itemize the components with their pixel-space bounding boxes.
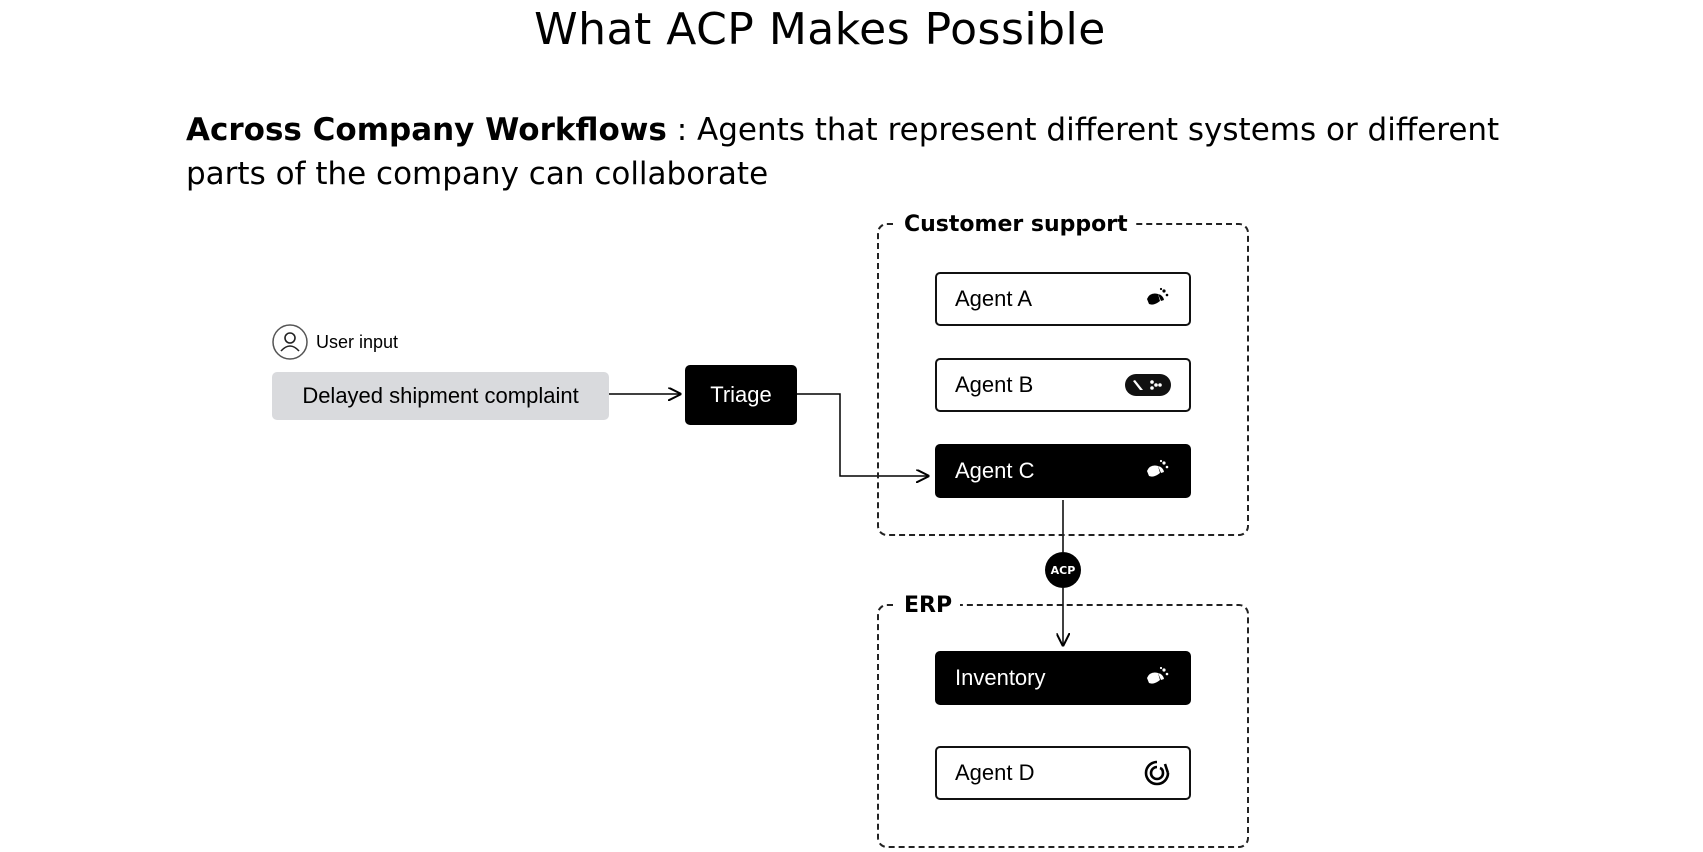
sparkle-bee-icon [1143,457,1171,485]
agent-a-label: Agent A [955,286,1033,311]
agent-b-label: Agent B [955,372,1034,397]
slide-title: What ACP Makes Possible [534,4,1106,55]
customer-support-label: Customer support [896,211,1136,239]
agent-a-node: Agent A [935,272,1191,326]
user-input-label: User input [272,324,398,360]
user-icon [272,324,308,360]
inventory-label: Inventory [955,665,1046,690]
inventory-node: Inventory [935,651,1191,705]
agent-b-node: Agent B [935,358,1191,412]
erp-group [877,604,1249,848]
agent-d-label: Agent D [955,760,1035,785]
sparkle-bee-icon [1143,285,1171,313]
user-message-text: Delayed shipment complaint [302,383,579,408]
triage-label: Triage [710,382,772,407]
slide-subtitle: Across Company Workflows : Agents that r… [186,108,1526,196]
arrow-triage-to-agent-c [797,393,928,476]
swirl-logo-icon [1143,759,1171,787]
user-message-box: Delayed shipment complaint [272,372,609,420]
subtitle-bold: Across Company Workflows [186,112,667,148]
agent-c-label: Agent C [955,458,1035,483]
sparkle-bee-icon [1143,664,1171,692]
agent-d-node: Agent D [935,746,1191,800]
agent-c-node: Agent C [935,444,1191,498]
acp-protocol-badge: ACP [1045,552,1081,588]
subtitle-rest: : Agents that represent different system… [186,112,1500,192]
erp-label: ERP [896,592,961,620]
framework-badge-icon [1125,371,1171,399]
user-input-text: User input [316,331,399,352]
triage-node: Triage [685,365,797,425]
